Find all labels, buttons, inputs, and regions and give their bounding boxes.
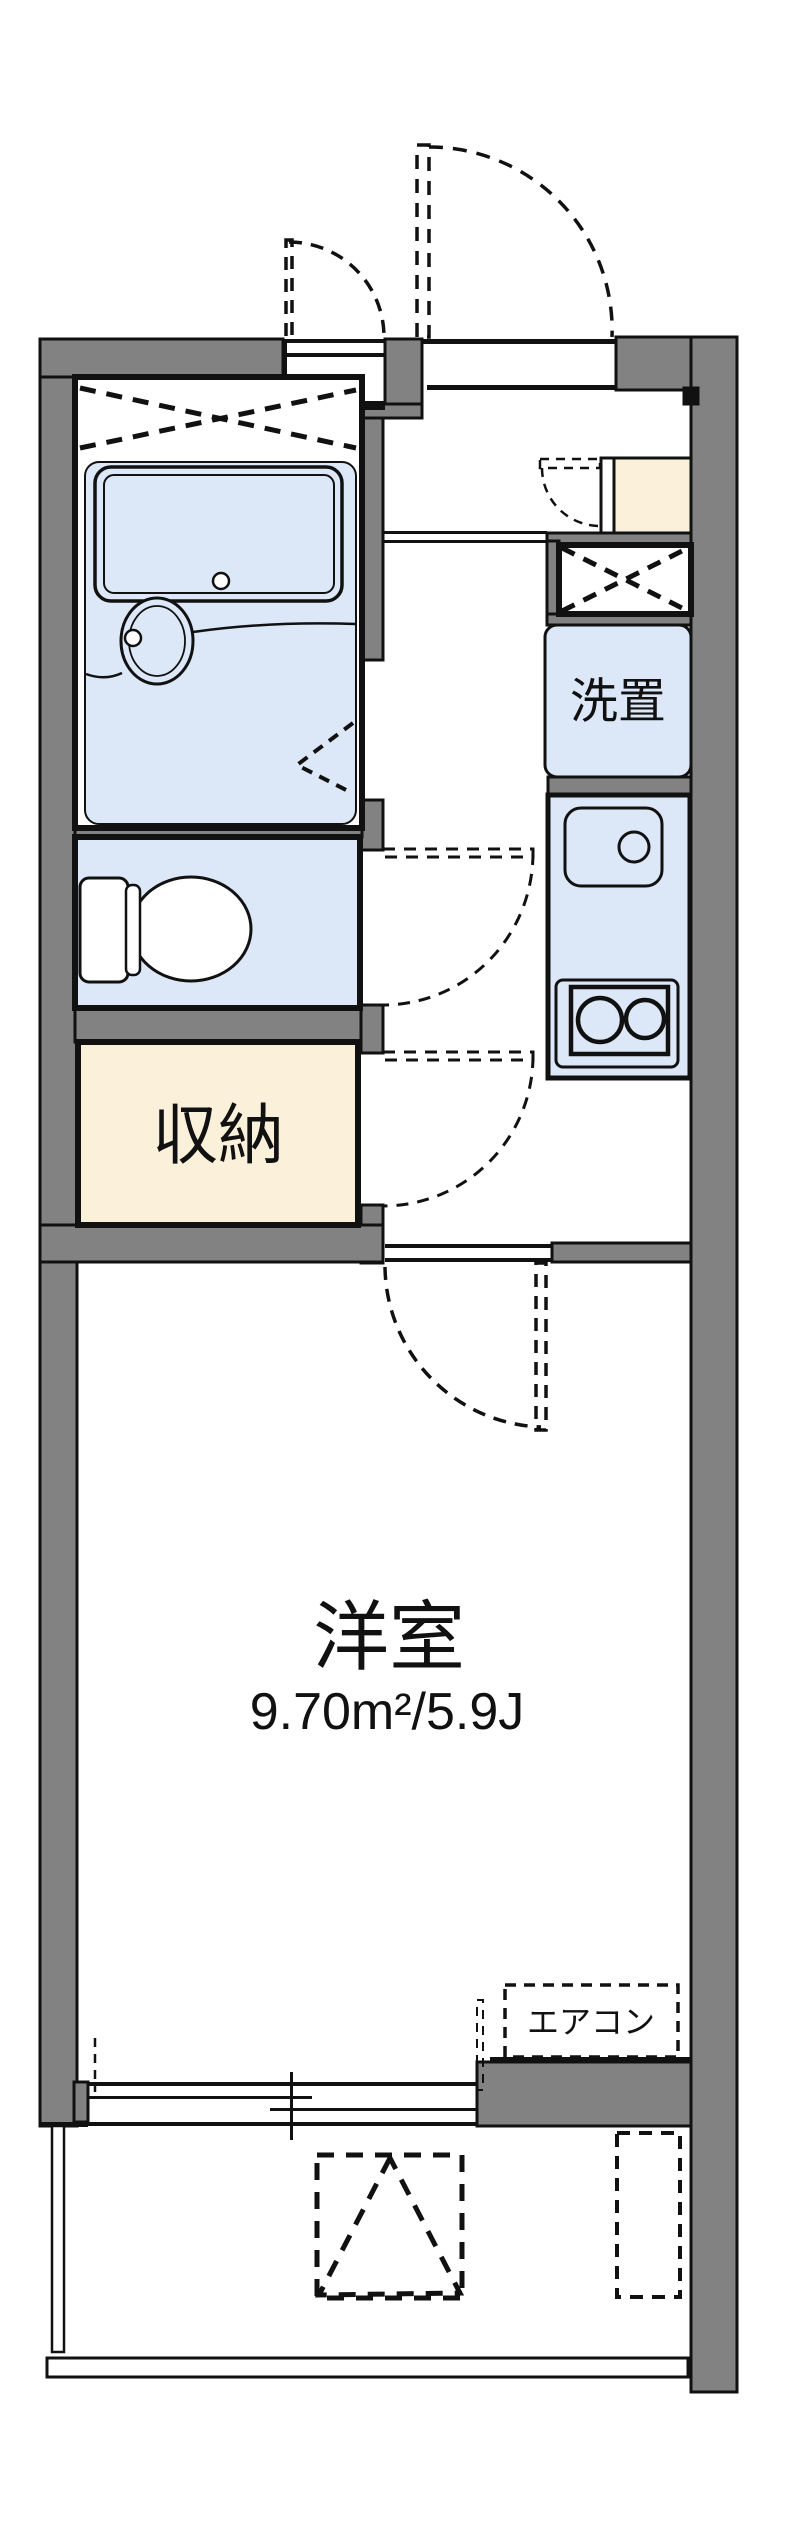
outer-wall-top-left bbox=[38, 337, 285, 379]
storage-door-leaf bbox=[381, 1050, 535, 1062]
bedroom-area-label: 9.70m²/5.9J bbox=[250, 1683, 525, 1741]
balcony-equipment-outline bbox=[615, 2131, 682, 2299]
wall-pillar-entrance bbox=[383, 337, 424, 412]
toilet-door-swing bbox=[381, 847, 535, 1007]
genkan bbox=[383, 456, 694, 617]
entrance-door-swing bbox=[415, 143, 614, 339]
toilet-bowl bbox=[129, 875, 253, 983]
bedroom-door-swing bbox=[383, 1261, 548, 1432]
toilet-seat-hinge bbox=[124, 883, 142, 977]
storage-room-outline bbox=[75, 1039, 361, 1228]
balcony-divider bbox=[50, 2124, 66, 2354]
bedroom-label: 洋室 bbox=[313, 1596, 465, 1681]
balcony-railing bbox=[45, 2356, 690, 2379]
balcony bbox=[45, 2124, 690, 2379]
window-center-mullion bbox=[290, 2072, 293, 2140]
bathroom-shelf-x-line-2 bbox=[79, 387, 357, 451]
outer-wall-right bbox=[689, 335, 739, 2394]
toilet-room bbox=[72, 834, 363, 1011]
bedroom-doorway-line-1 bbox=[385, 1244, 552, 1248]
walls bbox=[38, 335, 739, 2394]
wall-storage-bottom bbox=[38, 1223, 385, 1264]
wall-toilet-storage-separator bbox=[73, 1006, 363, 1044]
aircon-box bbox=[503, 1983, 680, 2059]
bathtub bbox=[93, 465, 344, 603]
toilet-door-leaf bbox=[381, 847, 535, 859]
evacuation-hatch-triangle bbox=[314, 2152, 465, 2298]
wall-above-kitchen bbox=[546, 775, 693, 797]
window-pane-left bbox=[88, 2096, 312, 2099]
entrance-door-leaf bbox=[415, 143, 431, 339]
shoe-cabinet-door-arc bbox=[540, 467, 601, 528]
meter-box-inner-line bbox=[283, 353, 385, 357]
shoe-cabinet bbox=[612, 456, 693, 535]
kitchen bbox=[545, 792, 693, 1081]
counter-line-left bbox=[85, 671, 123, 679]
bedroom-doorway-line-2 bbox=[385, 1258, 552, 1262]
window-end-marker-right bbox=[476, 1999, 484, 2091]
bathtub-drain bbox=[211, 571, 231, 591]
meter-box-door-arc bbox=[288, 240, 386, 338]
storage-door-swing bbox=[381, 1050, 535, 1208]
bedroom-door-leaf bbox=[534, 1261, 548, 1432]
wall-step-entrance bbox=[682, 386, 700, 406]
meter-box-door-leaf bbox=[284, 238, 294, 339]
toilet-tank bbox=[78, 876, 130, 984]
evacuation-hatch bbox=[314, 2152, 465, 2301]
stove-burner-left bbox=[575, 995, 625, 1045]
storage-label: 収納 bbox=[152, 1098, 284, 1172]
meter-box-left-edge bbox=[283, 339, 287, 405]
stove-top bbox=[568, 984, 671, 1057]
sink-drain bbox=[617, 830, 651, 864]
window-outer-line bbox=[88, 2082, 477, 2086]
bathroom-folding-door bbox=[293, 721, 355, 795]
wall-bedroom-top-right bbox=[550, 1241, 693, 1264]
wall-window-left-stub bbox=[72, 2080, 90, 2124]
bedroom-door-arc bbox=[383, 1266, 542, 1429]
laundry-space-outline bbox=[543, 623, 693, 779]
aircon-label: エアコン bbox=[527, 2004, 655, 2040]
balcony-window bbox=[74, 1999, 484, 2140]
window-pane-right bbox=[270, 2108, 477, 2111]
storage-door-arc bbox=[382, 1055, 535, 1208]
bedroom-doorway bbox=[385, 1244, 552, 1262]
wash-basin bbox=[119, 596, 195, 686]
genkan-step-line-1 bbox=[383, 531, 547, 534]
bathtub-inner-rim bbox=[103, 474, 335, 594]
counter-line-right bbox=[192, 622, 357, 634]
stove-burner-right bbox=[623, 997, 667, 1041]
entrance-door-arc bbox=[428, 145, 614, 338]
wall-bedroom-bottom bbox=[475, 2060, 693, 2128]
shoe-cabinet-door-open bbox=[599, 456, 616, 535]
meter-box-door-swing bbox=[284, 238, 386, 339]
genkan-step-line-2 bbox=[383, 540, 547, 543]
laundry-label: 洗置 bbox=[570, 676, 666, 729]
window-inner-line bbox=[74, 2122, 477, 2126]
meter-box-outer-line bbox=[283, 339, 385, 343]
left-wall-bottom-edge bbox=[40, 2122, 88, 2127]
shoe-cabinet-door-leaf bbox=[538, 457, 602, 470]
bathroom bbox=[72, 374, 365, 831]
basin-faucet bbox=[123, 628, 143, 648]
bedroom-bottom-wall-line bbox=[490, 2057, 691, 2062]
kitchen-sink bbox=[563, 806, 664, 888]
entrance-opening-outer-line bbox=[422, 339, 616, 344]
entrance-opening bbox=[422, 339, 616, 390]
wall-between-toilet-storage-doors bbox=[359, 1003, 385, 1055]
toilet-door-arc bbox=[382, 852, 535, 1007]
entrance-opening-inner-line bbox=[427, 385, 616, 390]
